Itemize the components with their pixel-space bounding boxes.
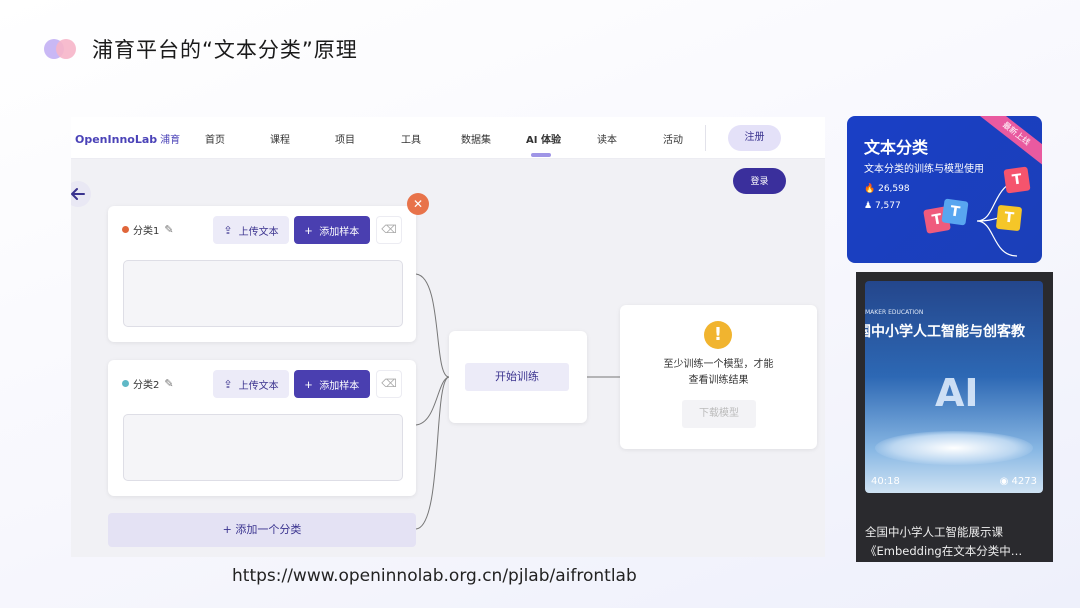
start-training-button[interactable]: 开始训练 [465, 363, 569, 391]
video-duration: 40:18 [871, 476, 900, 487]
class-name: 分类2 [133, 380, 160, 391]
users-icon: ♟ [864, 201, 873, 211]
edit-pencil-icon[interactable]: ✎ [164, 377, 174, 390]
plus-icon: + [304, 376, 313, 392]
class-color-dot [122, 226, 129, 233]
video-title-line1: 全国中小学人工智能展示课 [865, 525, 1003, 539]
eraser-icon[interactable]: ⌫ [376, 370, 402, 398]
nav-active-indicator [531, 153, 551, 157]
title-dots-icon [44, 37, 80, 61]
edit-pencil-icon[interactable]: ✎ [164, 223, 174, 236]
class-card-1: 分类1 ✎ ⇪ 上传文本 + 添加样本 ⌫ [108, 206, 416, 342]
video-views-value: 4273 [1011, 476, 1037, 487]
nav-item-projects[interactable]: 项目 [335, 135, 355, 146]
nav-item-datasets[interactable]: 数据集 [461, 135, 491, 146]
course-stat-users-value: 7,577 [874, 201, 901, 211]
eraser-icon[interactable]: ⌫ [376, 216, 402, 244]
train-card: 开始训练 [449, 331, 587, 423]
text-block-icon: T [1003, 166, 1031, 194]
upload-text-button[interactable]: ⇪ 上传文本 [213, 216, 289, 244]
back-button[interactable] [71, 181, 91, 207]
upload-text-label: 上传文本 [238, 226, 279, 238]
sample-area[interactable] [123, 260, 403, 327]
warning-icon: ! [704, 321, 732, 349]
login-button[interactable]: 登录 [733, 168, 786, 194]
class-label: 分类2 ✎ [122, 376, 174, 391]
video-ai-text: AI [935, 371, 979, 415]
slide-title-text: 浦育平台的“文本分类”原理 [92, 38, 358, 62]
nav-item-ai-experience[interactable]: AI 体验 [526, 135, 561, 146]
upload-text-button[interactable]: ⇪ 上传文本 [213, 370, 289, 398]
video-thumbnail[interactable]: MAKER EDUCATION 国中小学人工智能与创客教 AI 40:18 ◉ … [865, 281, 1043, 493]
source-url: https://www.openinnolab.org.cn/pjlab/aif… [232, 566, 637, 586]
course-title: 文本分类 [864, 138, 929, 157]
course-subtitle: 文本分类的训练与模型使用 [864, 164, 984, 175]
close-icon[interactable]: ✕ [407, 193, 429, 215]
register-button[interactable]: 注册 [728, 125, 781, 151]
video-headline: 国中小学人工智能与创客教 [865, 324, 1025, 340]
class-color-dot [122, 380, 129, 387]
result-card: ! 至少训练一个模型，才能 查看训练结果 下载模型 [620, 305, 817, 449]
video-brand: MAKER EDUCATION [865, 309, 924, 316]
class-label: 分类1 ✎ [122, 222, 174, 237]
eye-icon: ◉ [999, 476, 1009, 487]
result-message: 至少训练一个模型，才能 查看训练结果 [620, 357, 817, 389]
course-stat-views-value: 26,598 [878, 184, 910, 194]
add-sample-button[interactable]: + 添加样本 [294, 216, 370, 244]
add-sample-label: 添加样本 [319, 226, 360, 238]
add-class-button[interactable]: + 添加一个分类 [108, 513, 416, 547]
nav-item-tools[interactable]: 工具 [401, 135, 421, 146]
class-name: 分类1 [133, 226, 160, 237]
course-stat-users: ♟ 7,577 [864, 201, 901, 211]
nav-item-home[interactable]: 首页 [205, 135, 225, 146]
sample-area[interactable] [123, 414, 403, 481]
video-title-line2: 《Embedding在文本分类中… [865, 544, 1023, 558]
logo-brand: 浦育 [160, 135, 181, 146]
logo-text: OpenInnoLab [75, 133, 158, 146]
plus-icon: + [304, 222, 313, 238]
course-card[interactable]: 文本分类 文本分类的训练与模型使用 🔥 26,598 ♟ 7,577 最新上线 … [847, 116, 1042, 263]
add-sample-label: 添加样本 [319, 380, 360, 392]
result-message-line1: 至少训练一个模型，才能 [663, 359, 774, 370]
flow-connectors [415, 273, 620, 530]
course-stat-views: 🔥 26,598 [864, 184, 910, 194]
nav-item-readers[interactable]: 读本 [597, 135, 617, 146]
arrow-left-icon [71, 188, 85, 200]
add-sample-button[interactable]: + 添加样本 [294, 370, 370, 398]
fire-icon: 🔥 [864, 184, 876, 194]
nav-item-activities[interactable]: 活动 [663, 135, 683, 146]
upload-icon: ⇪ [223, 224, 233, 237]
class-card-2: 分类2 ✎ ⇪ 上传文本 + 添加样本 ⌫ [108, 360, 416, 496]
result-message-line2: 查看训练结果 [688, 375, 749, 386]
video-card[interactable]: MAKER EDUCATION 国中小学人工智能与创客教 AI 40:18 ◉ … [856, 272, 1053, 562]
download-model-button[interactable]: 下载模型 [682, 400, 756, 428]
nav-divider [705, 125, 706, 151]
upload-text-label: 上传文本 [238, 380, 279, 392]
slide-title: 浦育平台的“文本分类”原理 [44, 34, 358, 64]
video-views: ◉ 4273 [1000, 476, 1037, 487]
text-block-icon: T [941, 198, 969, 226]
video-stage-glow [875, 431, 1033, 465]
text-block-icon: T [995, 204, 1023, 232]
nav-item-courses[interactable]: 课程 [270, 135, 290, 146]
upload-icon: ⇪ [223, 378, 233, 391]
